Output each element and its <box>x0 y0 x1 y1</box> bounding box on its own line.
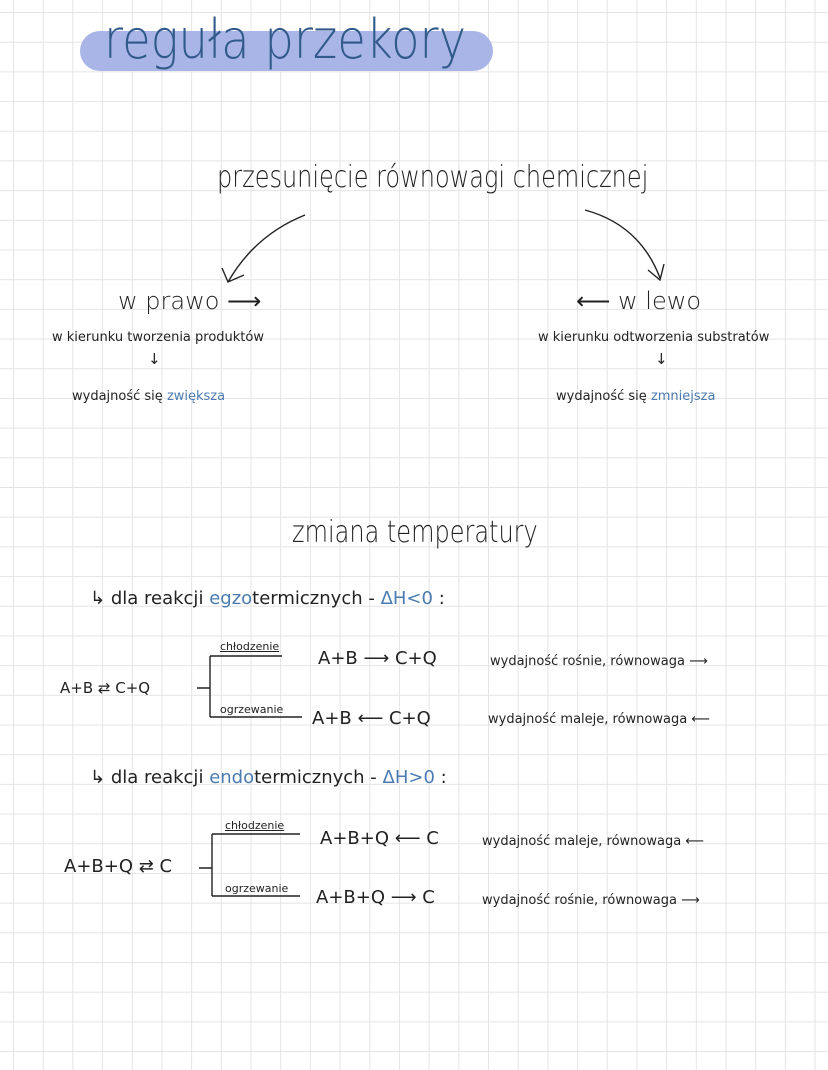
title-highlight <box>80 31 493 71</box>
endo-bracket <box>199 833 300 897</box>
endo-heating-label: ogrzewanie <box>225 882 289 895</box>
right-down-arrow-icon: ↓ <box>148 350 161 368</box>
exo-heading: ↳ dla reakcji egzotermicznych - ΔH<0 : <box>90 588 445 609</box>
endo-equation: A+B+Q ⇄ C <box>64 856 173 877</box>
endo-heating-equation: A+B+Q ⟶ C <box>316 887 435 908</box>
exo-cooling-equation: A+B ⟶ C+Q <box>318 648 437 669</box>
exo-heating-result: wydajność maleje, równowaga ⟵ <box>488 712 710 727</box>
temperature-heading: zmiana temperatury <box>292 515 538 550</box>
left-down-arrow-icon: ↓ <box>655 350 668 368</box>
left-label: ⟵ w lewo <box>576 287 702 315</box>
arrow-to-left-icon <box>584 209 661 279</box>
endo-cooling-result: wydajność maleje, równowaga ⟵ <box>482 834 704 849</box>
shift-heading: przesunięcie równowagi chemicznej <box>217 160 649 195</box>
right-result: wydajność się zwiększa <box>72 389 226 404</box>
right-desc: w kierunku tworzenia produktów <box>52 330 264 345</box>
exo-cooling-result: wydajność rośnie, równowaga ⟶ <box>490 654 708 669</box>
endo-heating-result: wydajność rośnie, równowaga ⟶ <box>482 893 700 908</box>
left-desc: w kierunku odtworzenia substratów <box>538 330 770 345</box>
page-title: reguła przekory <box>104 8 467 71</box>
endo-cooling-equation: A+B+Q ⟵ C <box>320 828 439 849</box>
exo-heating-label: ogrzewanie <box>220 703 284 716</box>
arrow-to-right-icon <box>227 214 306 283</box>
exo-bracket <box>197 655 302 718</box>
exo-equation: A+B ⇄ C+Q <box>60 679 151 697</box>
right-label: w prawo ⟶ <box>118 287 262 315</box>
exo-heating-equation: A+B ⟵ C+Q <box>312 708 431 729</box>
left-result: wydajność się zmniejsza <box>556 389 716 404</box>
exo-cooling-label: chłodzenie <box>220 640 280 653</box>
endo-heading: ↳ dla reakcji endotermicznych - ΔH>0 : <box>90 767 447 788</box>
endo-cooling-label: chłodzenie <box>225 819 285 832</box>
